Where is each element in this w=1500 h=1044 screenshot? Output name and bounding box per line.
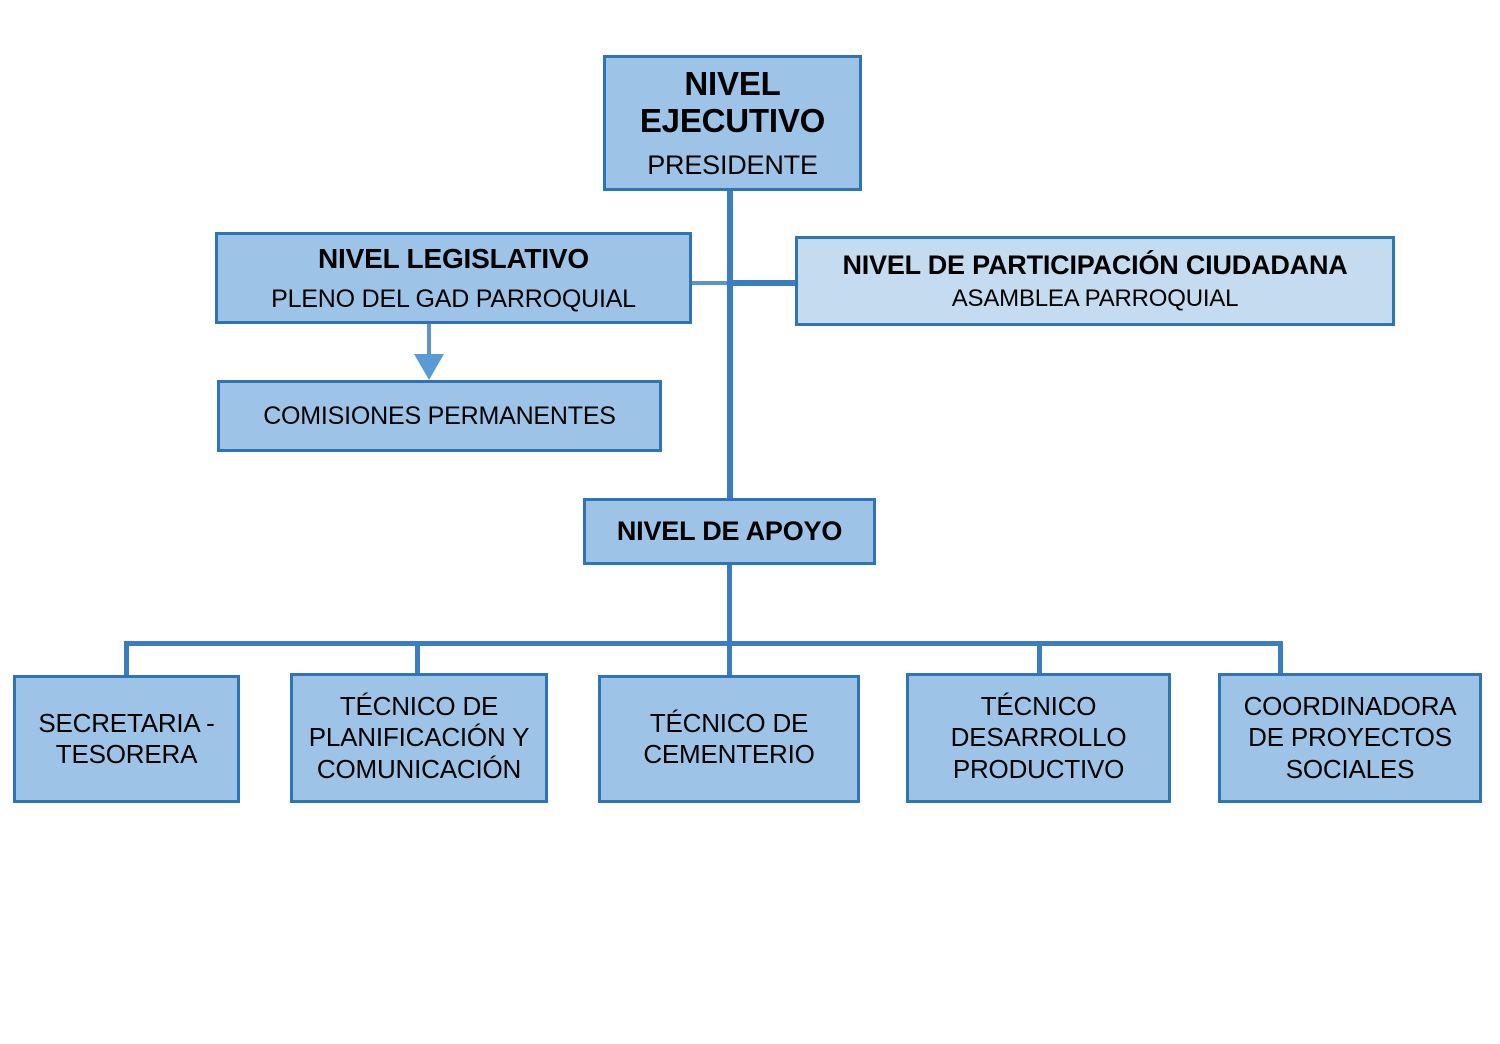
node-label-line3: SOCIALES xyxy=(1285,753,1415,784)
connector-drop-secretaria xyxy=(124,641,129,675)
node-label-line1: TÉCNICO DE xyxy=(649,707,809,738)
node-label-line2: PLANIFICACIÓN Y xyxy=(308,722,530,753)
node-tecnico-cementerio[interactable]: TÉCNICO DE CEMENTERIO xyxy=(598,675,860,803)
node-title: NIVEL DE PARTICIPACIÓN CIUDADANA xyxy=(842,249,1348,280)
node-nivel-legislativo[interactable]: NIVEL LEGISLATIVO PLENO DEL GAD PARROQUI… xyxy=(215,232,692,324)
node-label-line1: TÉCNICO DE xyxy=(339,691,499,722)
node-label-line3: PRODUCTIVO xyxy=(952,753,1125,784)
node-tecnico-planificacion-comunicacion[interactable]: TÉCNICO DE PLANIFICACIÓN Y COMUNICACIÓN xyxy=(290,673,548,803)
connector-commissions-arrowhead xyxy=(414,354,444,380)
node-tecnico-desarrollo-productivo[interactable]: TÉCNICO DESARROLLO PRODUCTIVO xyxy=(906,673,1171,803)
node-secretaria-tesorera[interactable]: SECRETARIA - TESORERA xyxy=(13,675,240,803)
connector-participation-bar xyxy=(727,280,797,286)
connector-legislative-stub xyxy=(691,281,731,285)
connector-executive-trunk xyxy=(727,190,733,498)
connector-drop-productivo xyxy=(1037,641,1042,675)
node-subtitle: PRESIDENTE xyxy=(647,150,818,181)
connector-commissions-line xyxy=(427,323,431,359)
node-coordinadora-proyectos-sociales[interactable]: COORDINADORA DE PROYECTOS SOCIALES xyxy=(1218,673,1482,803)
node-title: NIVEL EJECUTIVO xyxy=(639,64,826,140)
node-nivel-de-apoyo[interactable]: NIVEL DE APOYO xyxy=(583,498,876,565)
node-label-line3: COMUNICACIÓN xyxy=(316,753,522,784)
node-label-line2: DESARROLLO xyxy=(950,722,1127,753)
connector-drop-cementerio xyxy=(727,565,732,675)
node-label-line1: COORDINADORA xyxy=(1243,691,1457,722)
node-label-line2: TESORERA xyxy=(55,739,198,769)
node-label-line2: CEMENTERIO xyxy=(643,739,815,769)
node-label: COMISIONES PERMANENTES xyxy=(263,401,616,430)
node-subtitle: ASAMBLEA PARROQUIAL xyxy=(951,284,1239,312)
node-label-line1: SECRETARIA - xyxy=(38,707,215,738)
connector-support-distribution-bar xyxy=(126,641,1283,646)
node-label-line2: DE PROYECTOS xyxy=(1248,722,1452,753)
node-subtitle: PLENO DEL GAD PARROQUIAL xyxy=(271,284,636,313)
connector-drop-planificacion xyxy=(415,641,420,675)
node-title: NIVEL LEGISLATIVO xyxy=(318,242,589,274)
node-nivel-ejecutivo[interactable]: NIVEL EJECUTIVO PRESIDENTE xyxy=(603,55,862,191)
node-nivel-participacion-ciudadana[interactable]: NIVEL DE PARTICIPACIÓN CIUDADANA ASAMBLE… xyxy=(795,236,1395,326)
node-label-line1: TÉCNICO xyxy=(980,691,1097,722)
node-comisiones-permanentes[interactable]: COMISIONES PERMANENTES xyxy=(217,380,662,452)
connector-drop-proyectos xyxy=(1278,641,1283,675)
node-title: NIVEL DE APOYO xyxy=(616,516,843,547)
